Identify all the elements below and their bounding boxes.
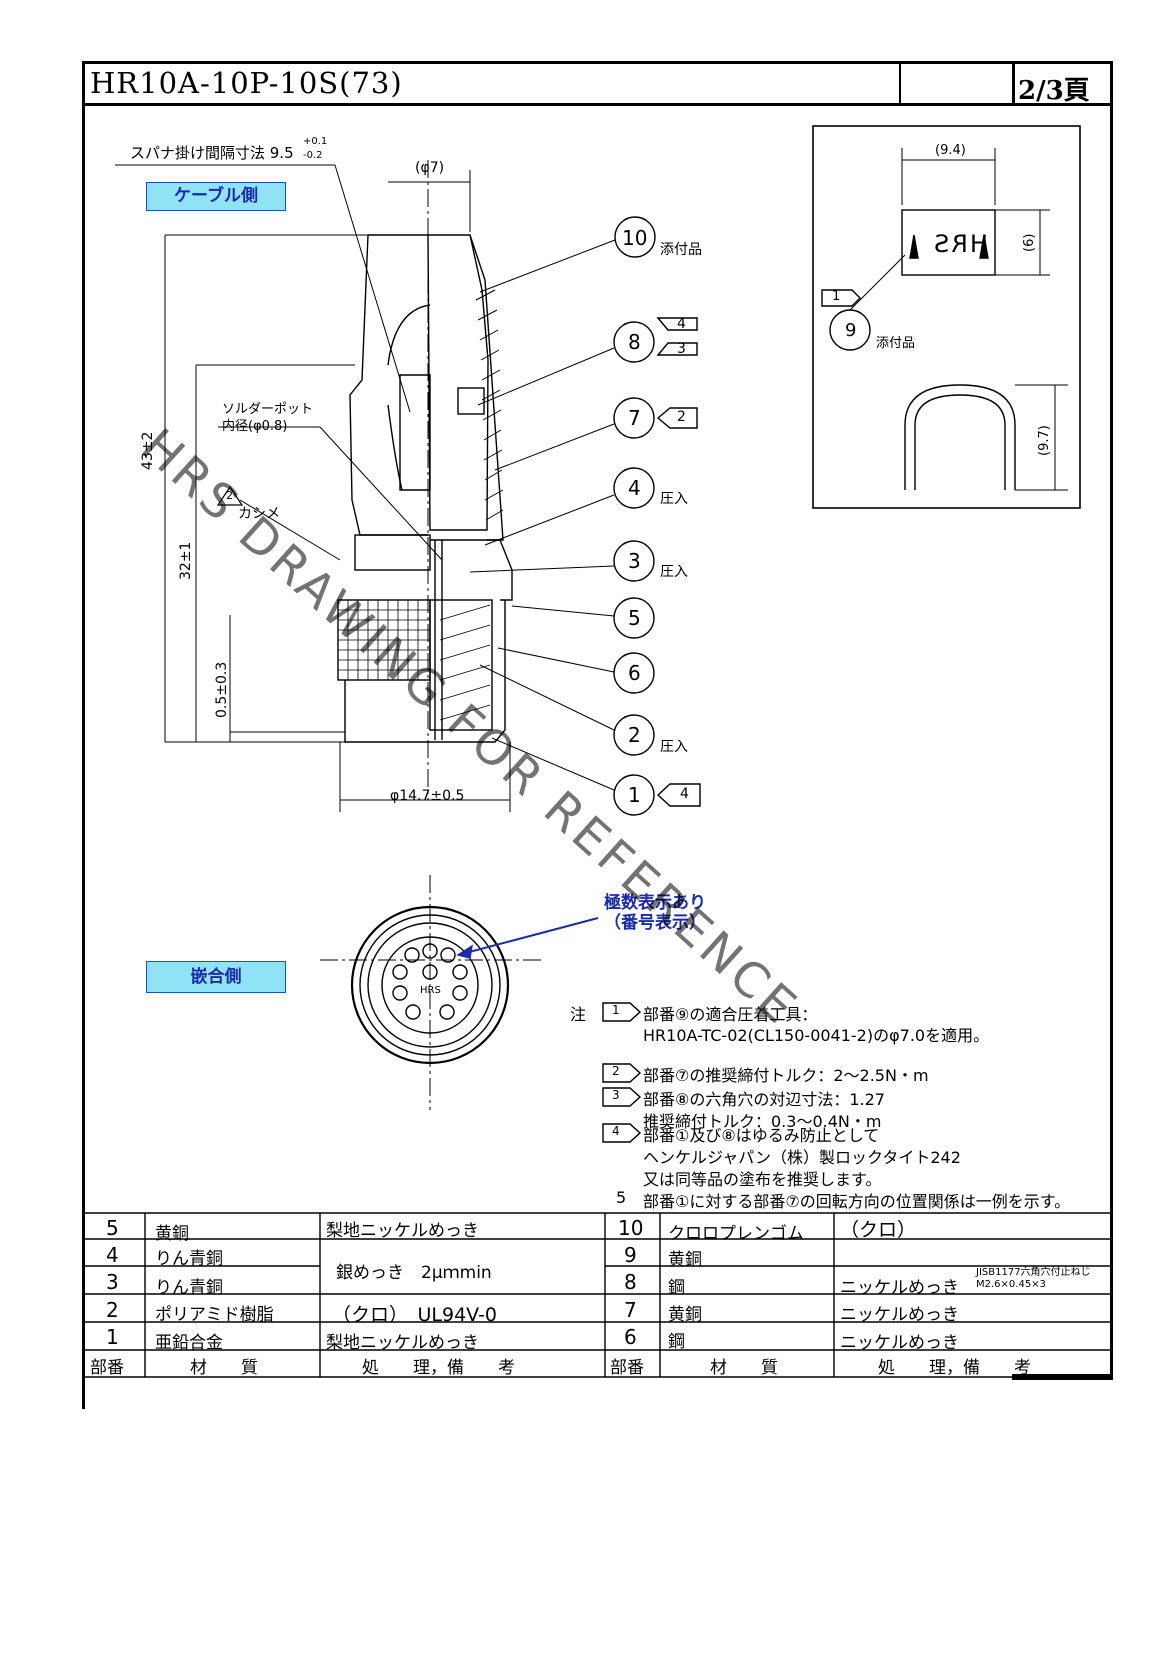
table-row-material: ポリアミド樹脂 [155,1305,274,1325]
note-3-cont: 推奨締付トルク：0.3～0.4N・m [643,1112,882,1131]
callout-4: 4 [628,476,641,500]
table-row-no: 7 [624,1298,637,1322]
note-2-text: 部番⑦の推奨締付トルク：2～2.5N・m [643,1066,929,1085]
table-row-treatment: 梨地ニッケルめっき [326,1333,479,1353]
dim-phi7: (φ7) [415,160,445,176]
header-divider [1012,61,1015,106]
note-5-number: 5 [616,1188,627,1207]
dim-05: 0.5±0.3 [214,661,230,718]
title-block [82,61,1113,106]
callout-2-label: 圧入 [660,739,688,755]
note-4-cont2: 又は同等品の塗布を推奨します。 [643,1170,882,1189]
spanner-tolerance-plus: +0.1 [303,136,328,147]
table-row-treatment: （クロ） UL94V-0 [332,1304,497,1326]
note-4-text: 部番①及び⑧はゆるみ防止として [643,1126,880,1145]
table-row-material: 亜鉛合金 [155,1333,223,1353]
note-5-text: 部番①に対する部番⑦の回転方向の位置関係は一例を示す。 [643,1192,1071,1211]
table-row-no: 2 [106,1298,119,1322]
spanner-dimension-label: スパナ掛け間隔寸法 9.5 [130,144,294,162]
note-4-flag: 4 [612,1124,620,1138]
drawing-title: HR10A-10P-10S(73) [90,66,403,100]
table-row-material: 黄銅 [668,1250,702,1270]
pin-number-annotation: 極数表示あり （番号表示） [590,893,720,933]
table-row-material: りん青銅 [155,1278,223,1298]
table-row-treatment: ニッケルめっき [840,1333,959,1353]
callout-10: 10 [622,226,648,250]
callout-1: 1 [628,783,641,807]
callout-5: 5 [628,606,641,630]
table-row-material: 黄銅 [155,1224,189,1244]
callout-8-flag: 4 [677,316,686,332]
table-header-part-no: 部番 [90,1358,124,1378]
tag-mating-side: 嵌合側 [146,961,286,993]
frame-border-right [1110,104,1113,1376]
inset-dim-94: (9.4) [935,143,966,158]
note-1-cont: HR10A-TC-02(CL150-0041-2)のφ7.0を適用。 [643,1026,990,1045]
callout-7: 7 [628,406,641,430]
callout-10-label: 添付品 [660,242,702,258]
kashime-label: カシメ [238,506,280,522]
table-row-material: 黄銅 [668,1305,702,1325]
pin-annotation-line1: 極数表示あり [604,893,706,913]
table-row-no: 10 [618,1216,644,1240]
table-row-remark: JISB1177六角穴付止ねじ M2.6×0.45×3 [976,1267,1091,1290]
table-row-treatment: 梨地ニッケルめっき [326,1221,479,1241]
callout-7-flag: 2 [677,409,686,425]
callout-2: 2 [628,723,641,747]
inset-item-note-flag: 1 [832,289,841,304]
kashime-note-mark: 2 [226,489,233,502]
table-header-treatment-2: 処 理，備 考 [878,1358,1031,1378]
table-row-no: 5 [106,1216,119,1240]
table-row-treatment: 銀めっき 2μｍmin [336,1263,492,1283]
table-row-treatment: （クロ） [840,1219,917,1241]
frame-border-left [82,104,85,1409]
tag-cable-side: ケーブル側 [146,182,286,211]
table-row-material: りん青銅 [155,1249,223,1269]
note-1-flag: 1 [612,1003,620,1017]
dim-phi147: φ14.7±0.5 [390,788,465,804]
inset-dim-97: (9.7) [1037,425,1052,456]
note-3-text: 部番⑧の六角穴の対辺寸法：1.27 [643,1090,885,1109]
solder-pot-diameter: 内径(φ0.8) [222,419,288,434]
dim-32: 32±1 [178,541,194,580]
inset-logo: HRS [932,230,988,258]
solder-pot-label: ソルダーポット [222,402,314,417]
header-divider [899,61,901,106]
table-row-no: 1 [106,1325,119,1349]
callout-8-flag2: 3 [677,341,686,357]
table-row-treatment: ニッケルめっき [840,1278,959,1298]
callout-6: 6 [628,661,641,685]
pin-annotation-line2: （番号表示） [604,913,706,933]
table-row-material: 鋼 [668,1278,685,1298]
table-row-no: 9 [624,1243,637,1267]
note-4-cont: ヘンケルジャパン（株）製ロックタイト242 [643,1148,961,1167]
callout-8: 8 [628,330,641,354]
callout-3: 3 [628,549,641,573]
note-2-flag: 2 [612,1064,620,1078]
table-header-material-2: 材 質 [710,1358,778,1378]
spanner-tolerance-minus: -0.2 [303,150,323,161]
table-row-material: クロロプレンゴム [668,1224,804,1244]
table-row-material: 鋼 [668,1332,685,1352]
callout-1-flag: 4 [680,786,689,802]
table-row-no: 4 [106,1243,119,1267]
inset-item-number: 9 [845,320,857,341]
table-row-no: 6 [624,1325,637,1349]
note-3-flag: 3 [612,1088,620,1102]
table-row-treatment: ニッケルめっき [840,1305,959,1325]
table-header-part-no-2: 部番 [610,1358,644,1378]
face-logo: HRS [420,985,441,996]
note-1-text: 部番⑨の適合圧着工具： [643,1005,818,1024]
callout-4-label: 圧入 [660,491,688,507]
table-header-treatment: 処 理，備 考 [362,1358,515,1378]
page-number: 2/3頁 [1018,76,1090,106]
table-row-no: 3 [106,1270,119,1294]
table-row-no: 8 [624,1270,637,1294]
callout-3-label: 圧入 [660,564,688,580]
inset-item-label: 添付品 [876,336,916,351]
notes-prefix: 注 [570,1005,587,1024]
table-header-material: 材 質 [190,1358,258,1378]
inset-dim-6: (6) [1022,233,1037,252]
